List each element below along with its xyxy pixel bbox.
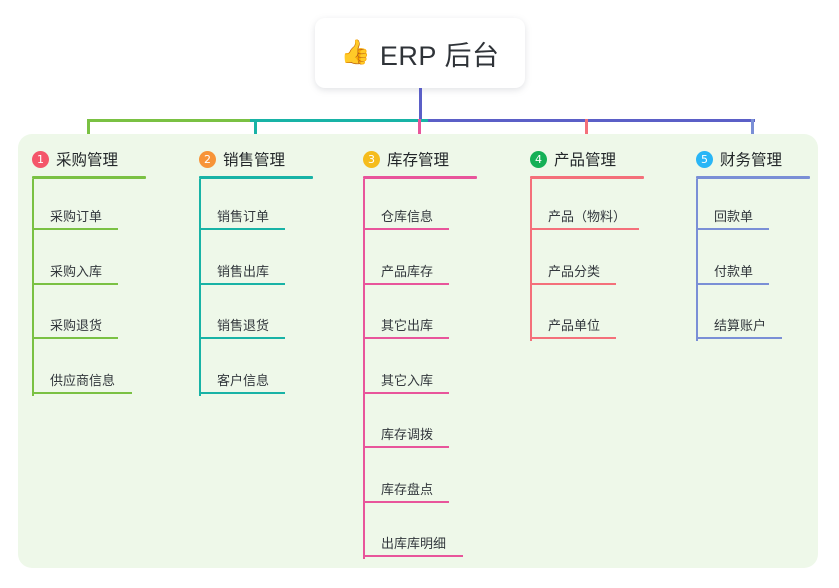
column-header-finance[interactable]: 5 财务管理 <box>696 148 782 170</box>
column-underline-inventory <box>363 176 477 179</box>
list-item-underline <box>363 555 463 557</box>
column-title-product: 产品管理 <box>554 152 617 169</box>
root-node-text: 👍 ERP 后台 <box>341 34 500 73</box>
list-item-underline <box>32 337 118 339</box>
list-item-label: 库存调拨 <box>381 427 434 442</box>
list-item-label: 产品分类 <box>548 263 601 279</box>
list-item-label: 采购订单 <box>50 209 103 224</box>
list-item[interactable]: 产品分类 <box>530 257 636 285</box>
root-stem <box>419 88 422 122</box>
list-item-label: 采购入库 <box>50 263 103 279</box>
column-title-inventory: 库存管理 <box>387 152 450 169</box>
list-item-underline <box>32 282 118 285</box>
column-underline-product <box>530 176 644 179</box>
root-title: ERP 后台 <box>379 40 500 71</box>
list-item-label: 销售订单 <box>217 209 270 224</box>
column-spine-product <box>530 179 532 341</box>
list-item-label: 客户信息 <box>217 372 270 388</box>
list-item-underline <box>363 228 449 230</box>
list-item-underline <box>696 282 769 285</box>
list-item[interactable]: 库存调拨 <box>363 420 469 448</box>
list-item-label: 销售退货 <box>217 318 270 333</box>
column-header-inventory[interactable]: 3 库存管理 <box>363 148 449 170</box>
list-item[interactable]: 销售订单 <box>199 202 305 230</box>
list-item-label: 供应商信息 <box>50 372 116 388</box>
column-header-product[interactable]: 4 产品管理 <box>530 148 616 170</box>
list-item-label: 销售出库 <box>217 263 270 279</box>
list-item[interactable]: 采购订单 <box>32 202 138 230</box>
list-item[interactable]: 结算账户 <box>696 311 802 339</box>
list-item-underline <box>199 391 285 394</box>
list-item-underline <box>199 282 285 285</box>
list-item-underline <box>530 337 616 339</box>
list-item-label: 仓库信息 <box>381 209 434 224</box>
list-item-label: 库存盘点 <box>381 481 434 497</box>
list-item-label: 产品单位 <box>548 318 601 333</box>
list-item-label: 结算账户 <box>714 318 767 333</box>
list-item-underline <box>32 391 132 394</box>
thumbs-up-icon: 👍 <box>340 39 371 66</box>
list-item-underline <box>363 391 449 394</box>
list-item[interactable]: 产品（物料） <box>530 202 659 230</box>
column-title-purchasing: 采购管理 <box>56 152 119 169</box>
list-item[interactable]: 库存盘点 <box>363 475 469 503</box>
list-item-underline <box>696 337 782 339</box>
column-underline-sales <box>199 176 313 179</box>
list-item[interactable]: 回款单 <box>696 202 789 230</box>
list-item-underline <box>363 282 449 285</box>
bus-segment-2 <box>250 119 428 122</box>
list-item-underline <box>363 446 449 448</box>
column-spine-sales <box>199 179 201 396</box>
list-item-underline <box>530 282 616 285</box>
bus-segment-3 <box>428 119 755 122</box>
list-item[interactable]: 出库库明细 <box>363 529 483 557</box>
list-item[interactable]: 仓库信息 <box>363 202 469 230</box>
column-underline-finance <box>696 176 810 179</box>
column-spine-purchasing <box>32 179 34 396</box>
list-item-underline <box>32 228 118 230</box>
column-badge-product: 4 <box>530 150 547 168</box>
list-item-underline <box>696 228 769 230</box>
list-item[interactable]: 销售退货 <box>199 311 305 339</box>
list-item-underline <box>363 337 449 339</box>
list-item-underline <box>363 500 449 503</box>
root-node[interactable]: 👍 ERP 后台 <box>315 18 525 88</box>
list-item-label: 回款单 <box>714 209 754 224</box>
column-badge-inventory: 3 <box>363 150 380 168</box>
list-item[interactable]: 付款单 <box>696 257 789 285</box>
list-item-underline <box>530 228 639 230</box>
list-item-label: 产品（物料） <box>548 209 627 224</box>
column-spine-inventory <box>363 179 365 559</box>
list-item-label: 其它入库 <box>381 372 434 388</box>
column-header-purchasing[interactable]: 1 采购管理 <box>32 148 118 170</box>
list-item-underline <box>199 337 285 339</box>
column-badge-finance: 5 <box>696 150 713 168</box>
list-item[interactable]: 其它入库 <box>363 366 469 394</box>
list-item[interactable]: 采购入库 <box>32 257 138 285</box>
list-item[interactable]: 其它出库 <box>363 311 469 339</box>
list-item-label: 采购退货 <box>50 318 103 333</box>
column-badge-purchasing: 1 <box>32 150 49 168</box>
branch-panel <box>18 134 818 568</box>
list-item[interactable]: 产品库存 <box>363 257 469 285</box>
list-item[interactable]: 供应商信息 <box>32 366 152 394</box>
column-title-finance: 财务管理 <box>720 152 783 169</box>
list-item[interactable]: 产品单位 <box>530 311 636 339</box>
column-underline-purchasing <box>32 176 146 179</box>
list-item[interactable]: 采购退货 <box>32 311 138 339</box>
column-header-sales[interactable]: 2 销售管理 <box>199 148 285 170</box>
list-item-label: 产品库存 <box>381 263 434 279</box>
column-badge-sales: 2 <box>199 150 216 168</box>
list-item-underline <box>199 228 285 230</box>
list-item-label: 付款单 <box>714 263 754 279</box>
list-item-label: 出库库明细 <box>381 536 447 551</box>
list-item[interactable]: 客户信息 <box>199 366 305 394</box>
list-item-label: 其它出库 <box>381 318 434 333</box>
list-item[interactable]: 销售出库 <box>199 257 305 285</box>
column-title-sales: 销售管理 <box>223 152 286 169</box>
column-spine-finance <box>696 179 698 341</box>
bus-segment-1 <box>88 119 250 122</box>
